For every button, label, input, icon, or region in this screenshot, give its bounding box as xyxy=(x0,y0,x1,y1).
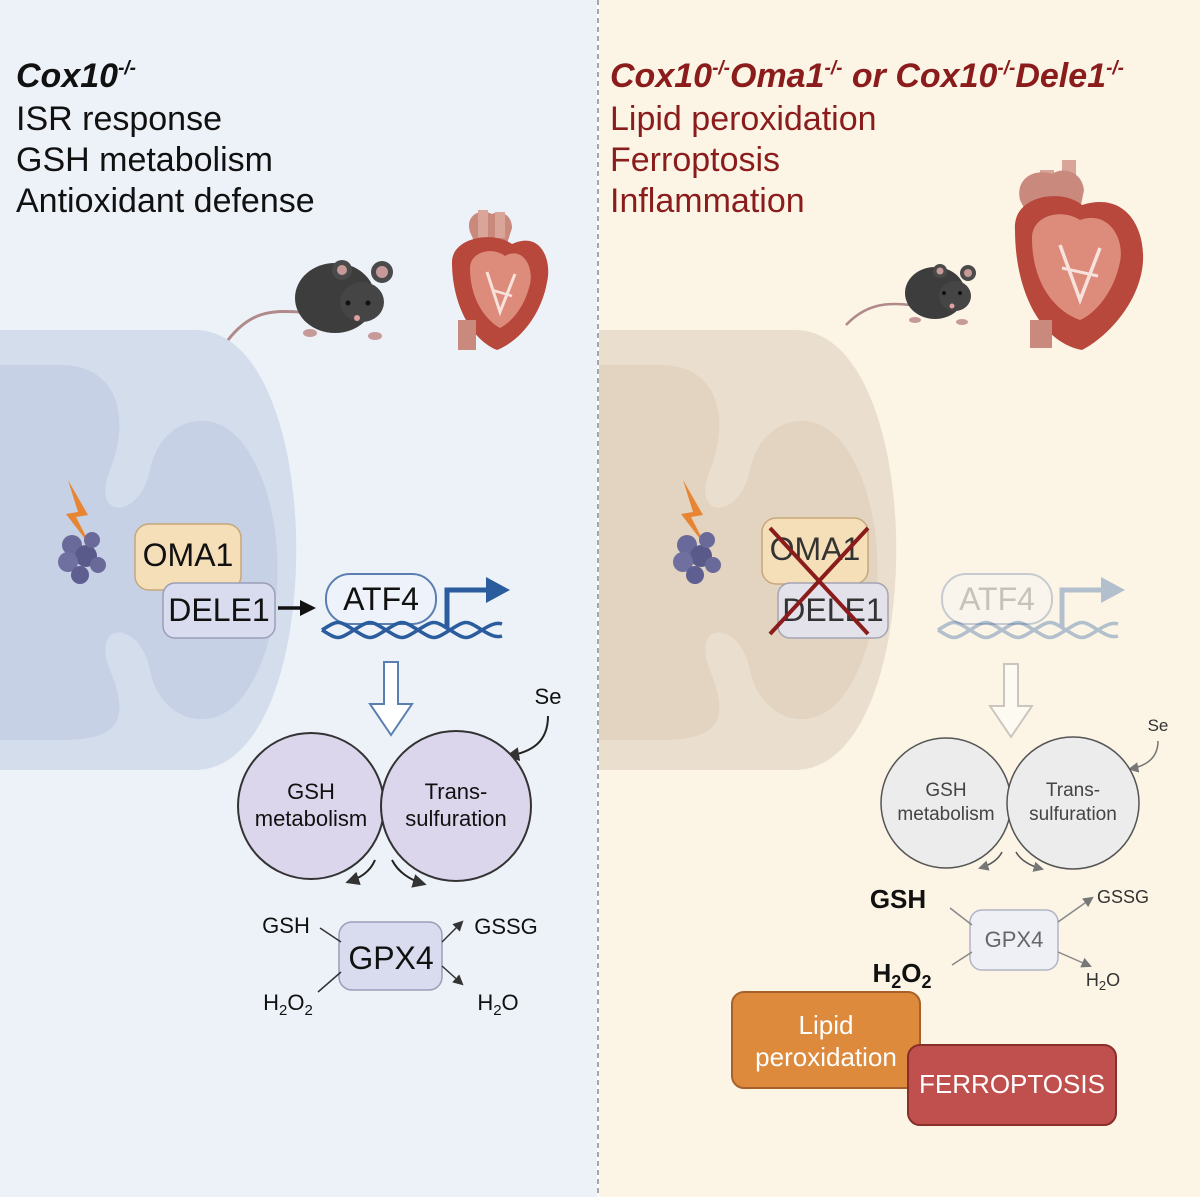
enlarged-heart-icon xyxy=(1014,160,1144,350)
heart-icon xyxy=(452,210,549,350)
mitochondrion-right xyxy=(599,330,897,770)
svg-text:GPX4: GPX4 xyxy=(985,927,1044,952)
svg-text:metabolism: metabolism xyxy=(897,804,994,825)
protein-complex-icon-right xyxy=(673,532,721,584)
h2o2-in-line-left xyxy=(317,971,342,993)
lipid-peroxidation-box: Lipid peroxidation xyxy=(731,991,921,1089)
h2o-out-arrow-right xyxy=(1057,951,1092,968)
h2o2-label-left: H2O2 xyxy=(263,990,313,1019)
gsh-in-line-right xyxy=(949,907,973,926)
svg-text:GSH: GSH xyxy=(925,780,966,801)
gssg-label-right: GSSG xyxy=(1097,887,1149,907)
transcription-start-arrow-left xyxy=(444,577,510,628)
svg-text:Cox10-/-Oma1-/- or Cox10-/-Del: Cox10-/-Oma1-/- or Cox10-/-Dele1-/- xyxy=(610,57,1124,95)
svg-text:ATF4: ATF4 xyxy=(343,581,419,617)
svg-text:sulfuration: sulfuration xyxy=(1029,804,1117,825)
svg-text:FERROPTOSIS: FERROPTOSIS xyxy=(919,1069,1105,1099)
dna-helix-right-faded xyxy=(937,577,1125,640)
svg-text:GPX4: GPX4 xyxy=(348,940,433,976)
transsulfuration-circle-left: Trans- sulfuration xyxy=(380,730,532,882)
phenotype-line-2: GSH metabolism xyxy=(16,141,273,179)
svg-text:ATF4: ATF4 xyxy=(959,581,1035,617)
mouse-icon xyxy=(226,260,393,341)
gpx4-box-left: GPX4 xyxy=(338,921,443,991)
hollow-down-arrow-left xyxy=(368,661,414,737)
cycle-arrow-2-left xyxy=(391,859,427,888)
genotype-title-left: Cox10-/- xyxy=(16,57,136,95)
phenotype-line-2-right: Ferroptosis xyxy=(610,141,780,179)
oma1-box-right: OMA1 xyxy=(761,517,869,585)
genotype-title-right: Cox10-/-Oma1-/- or Cox10-/-Dele1-/- xyxy=(610,57,1124,95)
small-mouse-icon xyxy=(845,264,976,326)
svg-text:Lipid: Lipid xyxy=(799,1010,854,1040)
svg-text:OMA1: OMA1 xyxy=(770,531,861,567)
svg-text:metabolism: metabolism xyxy=(255,806,367,831)
svg-text:sulfuration: sulfuration xyxy=(405,806,507,831)
gsh-in-line-left xyxy=(319,927,342,943)
oma1-box-left: OMA1 xyxy=(134,523,242,591)
cycle-arrow-1-right xyxy=(977,851,1003,871)
phenotype-line-3-right: Inflammation xyxy=(610,182,805,220)
gssg-out-arrow-right xyxy=(1057,896,1094,923)
h2o-out-arrow-left xyxy=(441,965,464,986)
dele1-box-right: DELE1 xyxy=(777,582,889,639)
lightning-bolt-icon xyxy=(66,480,92,548)
phenotype-line-3: Antioxidant defense xyxy=(16,182,315,220)
h2o2-label-right: H2O2 xyxy=(872,958,931,992)
selenium-label-right: Se xyxy=(1148,716,1169,735)
gsh-metabolism-circle-left: GSH metabolism xyxy=(237,732,385,880)
gsh-label-right: GSH xyxy=(870,884,926,914)
hollow-down-arrow-right xyxy=(988,663,1034,739)
atf4-box-right-faded: ATF4 xyxy=(941,573,1053,625)
svg-text:GSH: GSH xyxy=(287,779,335,804)
lightning-bolt-icon-right xyxy=(681,480,707,548)
selenium-arrow-left xyxy=(505,715,549,762)
svg-text:Cox10-/-: Cox10-/- xyxy=(16,57,136,95)
cycle-arrow-1-left xyxy=(345,859,376,886)
gssg-label-left: GSSG xyxy=(474,914,538,939)
deletion-cross-mark xyxy=(768,526,870,636)
gsh-metabolism-circle-right: GSH metabolism xyxy=(880,737,1012,869)
atf4-box-left: ATF4 xyxy=(325,573,437,625)
gssg-out-arrow-left xyxy=(441,920,464,943)
svg-text:OMA1: OMA1 xyxy=(143,537,234,573)
dele1-to-atf4-arrow xyxy=(278,600,316,616)
selenium-arrow-right xyxy=(1127,740,1159,773)
svg-text:Trans-: Trans- xyxy=(1046,780,1100,801)
dele1-box-left: DELE1 xyxy=(162,582,276,639)
phenotype-line-1: ISR response xyxy=(16,100,222,138)
svg-text:Trans-: Trans- xyxy=(425,779,488,804)
svg-text:peroxidation: peroxidation xyxy=(755,1042,897,1072)
dna-helix-left xyxy=(321,620,503,640)
h2o-label-right: H2O xyxy=(1086,970,1120,993)
phenotype-line-1-right: Lipid peroxidation xyxy=(610,100,877,138)
protein-complex-icon xyxy=(58,532,106,584)
cycle-arrow-2-right xyxy=(1015,851,1045,872)
svg-text:DELE1: DELE1 xyxy=(168,592,269,628)
gsh-label-left: GSH xyxy=(262,913,310,938)
gpx4-box-right: GPX4 xyxy=(969,909,1059,971)
selenium-label-left: Se xyxy=(535,684,562,709)
h2o2-in-line-right xyxy=(951,951,973,966)
h2o-label-left: H2O xyxy=(477,990,518,1019)
ferroptosis-box: FERROPTOSIS xyxy=(907,1044,1117,1126)
transsulfuration-circle-right: Trans- sulfuration xyxy=(1006,736,1140,870)
